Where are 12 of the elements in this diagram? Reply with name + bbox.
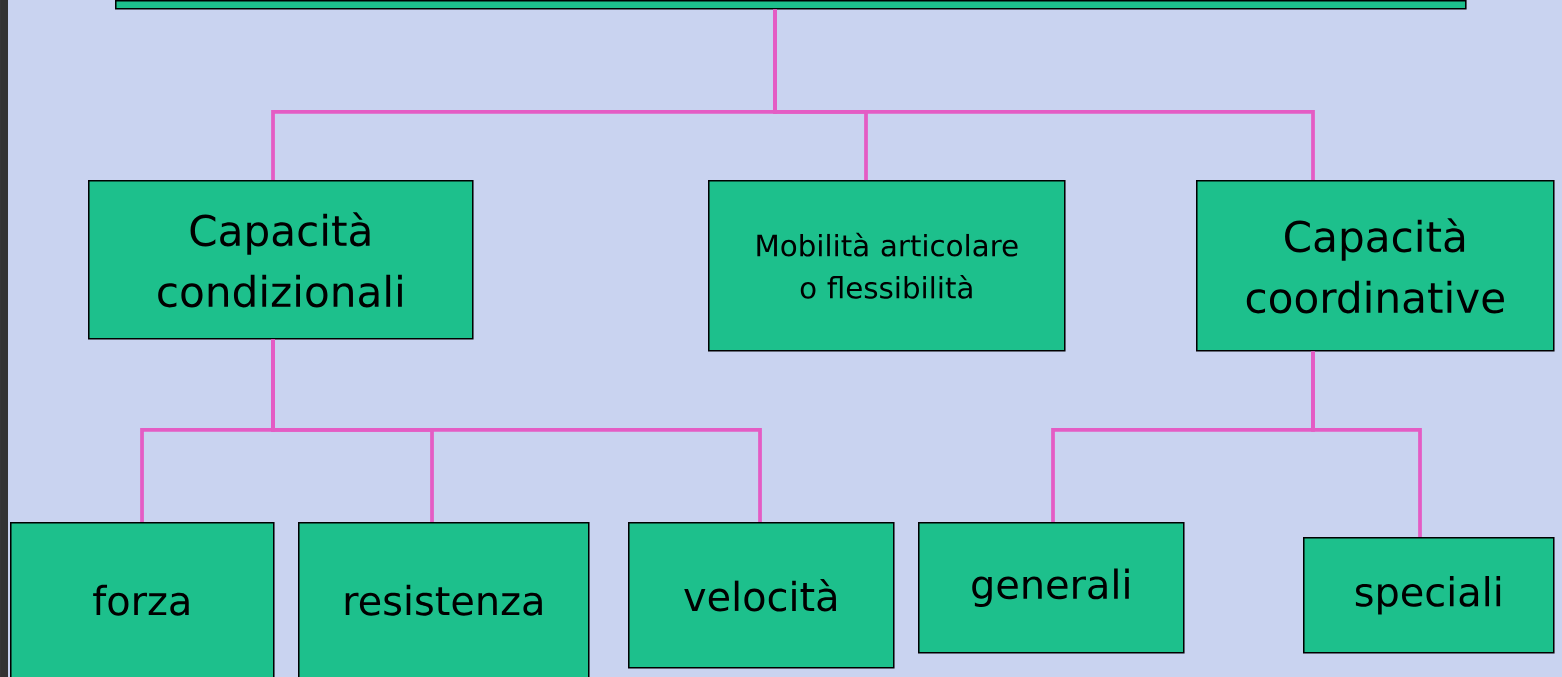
category-box: generali: [918, 522, 1185, 654]
category-box: Mobilità articolare o flessibilità: [708, 180, 1066, 352]
category-box: speciali: [1303, 537, 1555, 654]
category-box: forza: [10, 522, 275, 677]
connector-line: [773, 9, 1315, 180]
empty-box: [115, 0, 1467, 10]
category-box: Capacità coordinative: [1196, 180, 1555, 352]
category-box: velocità: [628, 522, 895, 669]
category-box: Capacità condizionali: [88, 180, 474, 340]
category-box: resistenza: [298, 522, 590, 677]
connector-line: [271, 339, 762, 522]
connector-line: [1311, 351, 1422, 537]
